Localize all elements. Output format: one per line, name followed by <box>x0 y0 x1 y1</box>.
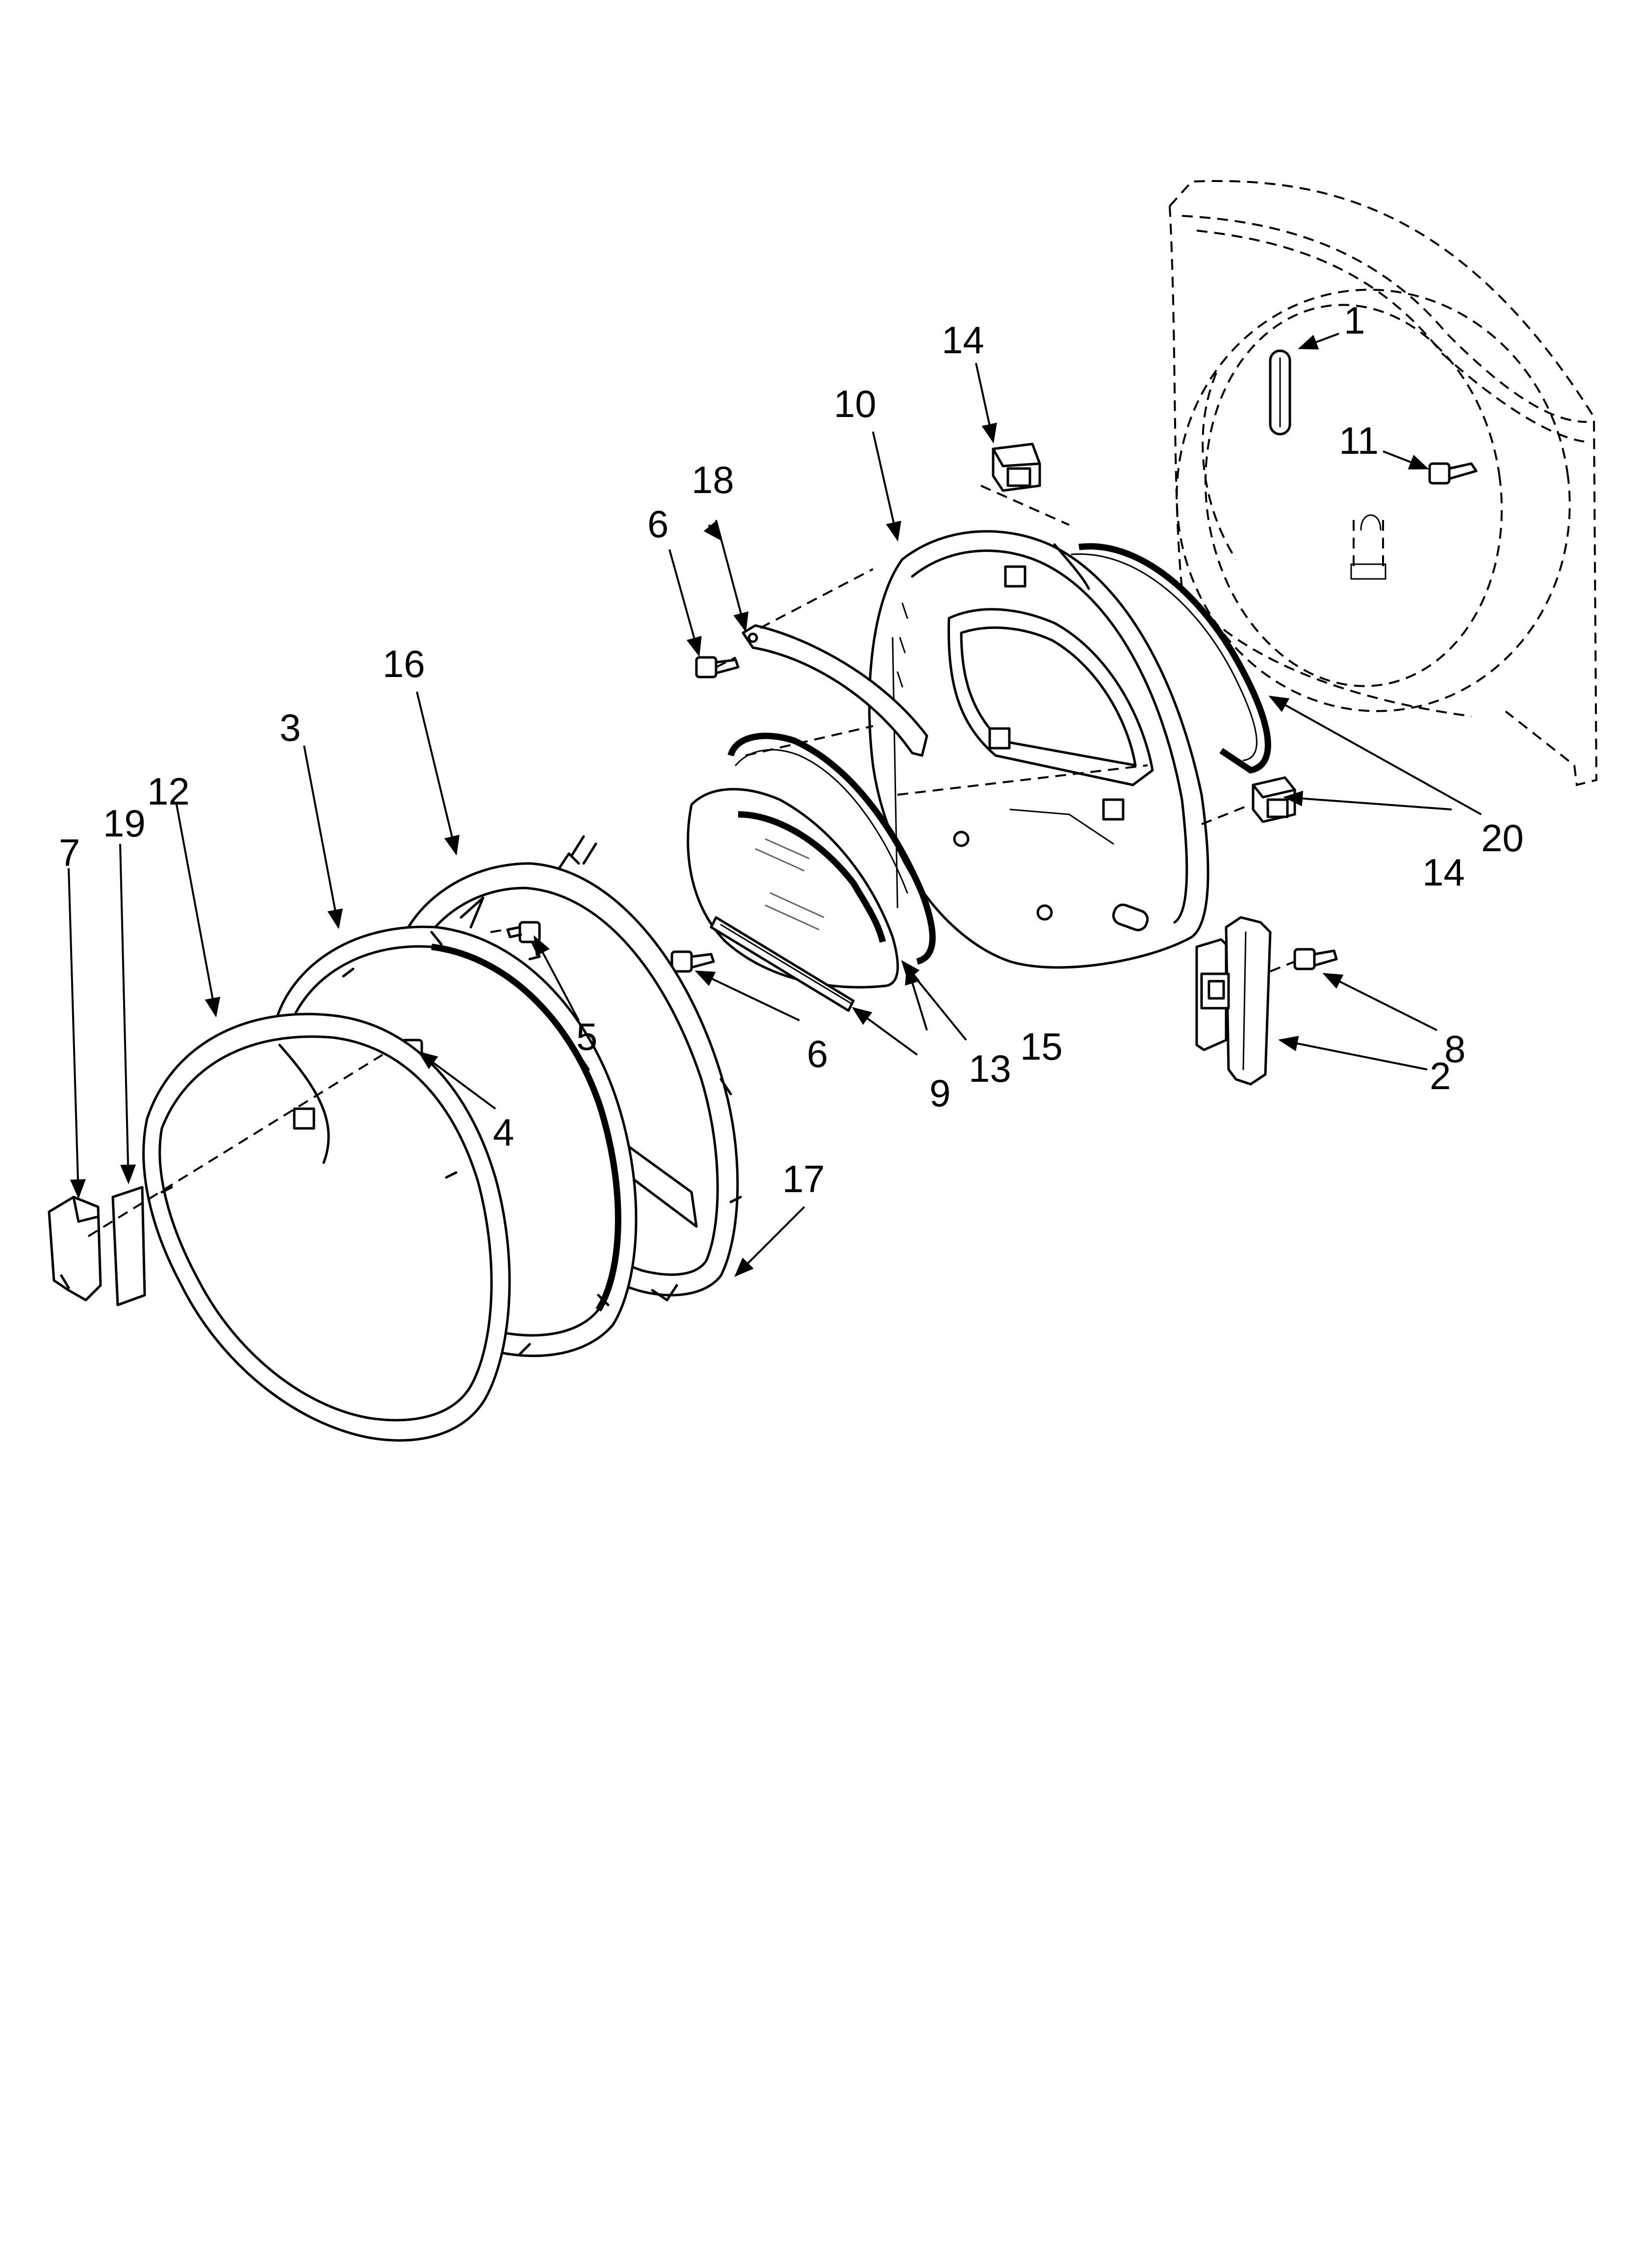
callout-4: 4 <box>493 1111 514 1154</box>
part-18-hinge-bracket <box>742 624 928 757</box>
callout-labels: 1 2 3 4 5 6 6 7 8 9 10 11 12 13 14 14 15… <box>59 299 1524 1200</box>
callout-17: 17 <box>782 1157 825 1200</box>
callout-8: 8 <box>1444 1027 1465 1070</box>
callout-16: 16 <box>383 642 425 685</box>
callout-18: 18 <box>692 458 734 501</box>
leader-arrows <box>68 333 1482 1277</box>
part-15-glass-gasket <box>727 732 936 965</box>
callout-11: 11 <box>1339 419 1379 462</box>
callout-5: 5 <box>576 1015 597 1058</box>
part-11-screw <box>1428 462 1478 485</box>
part-14-latch-top <box>992 443 1041 492</box>
callout-14b: 14 <box>1422 851 1465 894</box>
callout-13: 13 <box>969 1047 1011 1090</box>
part-10-inner-door-frame <box>868 530 1209 969</box>
callout-1: 1 <box>1344 299 1365 342</box>
part-1-door-strike <box>1269 349 1291 436</box>
callout-6b: 6 <box>807 1032 828 1075</box>
callout-6a: 6 <box>647 502 668 546</box>
part-6-screw-lower <box>670 950 715 973</box>
cabinet-front-panel <box>1169 180 1598 786</box>
callout-9: 9 <box>929 1071 950 1115</box>
alignment-lines <box>87 485 1295 1237</box>
callout-2: 2 <box>1430 1054 1451 1097</box>
part-12-door-trim <box>142 1013 511 1442</box>
part-9-door-strip <box>710 916 855 1012</box>
callout-10: 10 <box>834 382 876 425</box>
callout-19: 19 <box>103 802 146 845</box>
part-20-door-gasket <box>1071 543 1271 774</box>
part-8-screw <box>1293 948 1338 970</box>
callout-12: 12 <box>147 770 190 813</box>
part-13-door-glass <box>687 788 899 989</box>
callout-14a: 14 <box>942 318 984 362</box>
callout-3: 3 <box>280 706 301 749</box>
part-6-screw-top <box>695 656 740 678</box>
callout-20: 20 <box>1481 816 1524 860</box>
part-7-door-handle <box>48 1196 102 1302</box>
callout-7: 7 <box>59 831 80 874</box>
part-2-door-hinge <box>1195 916 1272 1086</box>
callout-15: 15 <box>1020 1025 1063 1068</box>
part-14-latch-right <box>1252 776 1296 823</box>
